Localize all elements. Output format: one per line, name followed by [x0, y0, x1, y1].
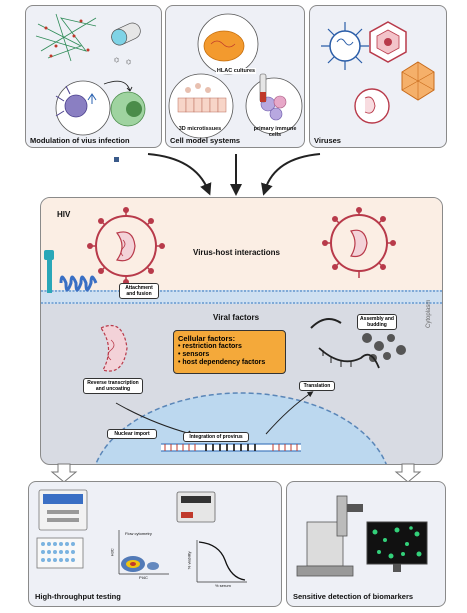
- modulation-panel: ⌬ ⌬ Modulation of vius infection: [25, 5, 162, 148]
- cell-modulation-icon: [55, 80, 146, 136]
- plate-reader-icon: [38, 489, 88, 531]
- assembly-label: Assembly and budding: [357, 314, 397, 330]
- dna-icon: [161, 443, 301, 452]
- svg-text:⌬: ⌬: [114, 57, 119, 64]
- infection-cycle-illustration: [41, 207, 442, 464]
- cell-model-panel: HLAC cultures 3D microtissues primary im…: [165, 5, 305, 148]
- receptor-icon: [44, 250, 98, 293]
- virus-host-label: Virus-host interactions: [193, 248, 280, 257]
- translation-label: Translation: [299, 381, 335, 391]
- tissue-icon: [203, 30, 245, 62]
- small-square-icon: [114, 157, 119, 162]
- integration-label: Integration of provirus: [183, 432, 249, 442]
- multiwell-plate-icon: [36, 537, 84, 569]
- cellular-factor-item: • restriction factors: [178, 343, 242, 350]
- hiv-virion-right-icon: [322, 207, 396, 278]
- viability-xlabel: % serum: [215, 583, 231, 588]
- htp-label: High-throughput testing: [35, 592, 121, 601]
- flow-ylabel: H3C: [109, 548, 115, 557]
- biomarkers-panel: Sensitive detection of biomarkers: [286, 481, 446, 607]
- rna-strand-icon: [310, 318, 342, 329]
- cellular-factors-title: Cellular factors:: [178, 334, 236, 343]
- top-arrows: [147, 153, 321, 196]
- hiv-label: HIV: [57, 210, 71, 219]
- nuclear-import-label: Nuclear import: [107, 429, 157, 439]
- reverse-transcription-label: Reverse transcription and uncoating: [83, 378, 143, 394]
- primary-cells-icon: [260, 95, 287, 121]
- svg-text:⌬: ⌬: [126, 59, 131, 66]
- virus-red-icon: [369, 21, 407, 63]
- viruses-panel: Viruses: [309, 5, 447, 148]
- htp-illustration: [36, 489, 247, 583]
- capsid-icon: [100, 324, 128, 372]
- htp-panel: Flow cytometry PI4C H3C % viability % se…: [28, 481, 282, 607]
- infection-cycle-panel: HIV Virus-host interactions Attachment a…: [40, 197, 443, 465]
- viruses-label: Viruses: [314, 136, 341, 145]
- modulation-illustration: ⌬ ⌬: [35, 13, 146, 136]
- flow-plot-icon: [118, 530, 169, 575]
- viability-ylabel: % viability: [186, 551, 192, 570]
- cellular-factor-item: • sensors: [178, 351, 210, 359]
- flow-xlabel: PI4C: [139, 575, 148, 580]
- primary-cells-label: primary immune cells: [253, 126, 297, 139]
- drug-icon: ⌬ ⌬: [111, 22, 141, 66]
- flow-title: Flow cytometry: [125, 531, 152, 536]
- fluorescence-monitor-icon: [366, 521, 428, 572]
- cytoplasm-label: Cytoplasm: [426, 299, 432, 328]
- microtissue-icon: [177, 97, 227, 113]
- assembly-proteins-icon: [362, 333, 406, 362]
- microscope-illustration: [296, 495, 428, 577]
- attachment-label: Attachment and fusion: [119, 283, 159, 299]
- viruses-illustration: [321, 21, 435, 124]
- hiv-virion-left-icon: [87, 207, 165, 285]
- virus-blue-icon: [321, 22, 369, 70]
- cell-model-label: Cell model systems: [170, 136, 241, 145]
- bottom-arrows: [50, 463, 422, 483]
- cell-membrane: [41, 290, 442, 304]
- microtissues-label: 3D microtissues: [178, 126, 222, 132]
- virus-orange-icon: [401, 61, 435, 101]
- hlac-label: HLAC cultures: [216, 68, 256, 75]
- biomarkers-label: Sensitive detection of biomarkers: [293, 592, 414, 601]
- flow-cytometer-icon: [176, 491, 216, 523]
- virus-hiv-icon: [354, 88, 390, 124]
- fiber-network-icon: [35, 13, 97, 62]
- microscope-icon: [296, 495, 363, 577]
- cellular-factor-item: • host dependency factors: [178, 359, 266, 367]
- cellular-factors-box: Cellular factors: • restriction factors …: [173, 330, 286, 374]
- cell-model-illustration: [168, 13, 303, 139]
- modulation-label: Modulation of vius infection: [30, 136, 130, 145]
- viability-curve-icon: [196, 540, 247, 583]
- viral-factors-label: Viral factors: [213, 313, 260, 322]
